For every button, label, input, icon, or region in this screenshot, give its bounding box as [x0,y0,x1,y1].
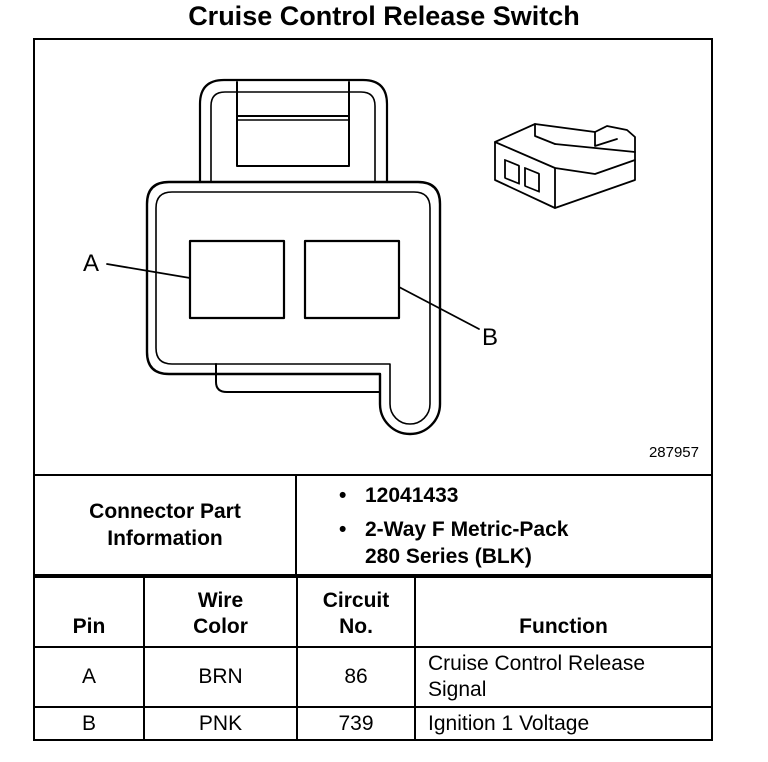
pin-b-callout: B [482,324,498,351]
connector-description-item: 2-Way F Metric-Pack 280 Series (BLK) [335,516,705,570]
connector-drawing: A B [83,78,636,436]
connector-info-label: Connector Part Information [35,476,297,574]
pin-b-leader [398,286,480,330]
wire-color-cell: BRN [143,646,298,708]
function-line2: Signal [428,678,487,701]
table-row: B PNK 739 Ignition 1 Voltage [35,706,711,740]
pin-cell: A [35,646,145,708]
header-wire-color: Wire Color [143,576,298,648]
pinout-table: Pin Wire Color Circuit No. Function A BR… [35,576,711,740]
header-pin: Pin [35,576,145,648]
part-number: 12041433 [365,484,459,507]
pin-a-leader [106,263,191,279]
connector-info-label-line2: Information [107,527,223,550]
connector-body [145,180,442,436]
cavity-a [188,239,286,320]
circuit-cell: 86 [296,646,416,708]
wire-color-cell: PNK [143,706,298,740]
pinout-header-row: Pin Wire Color Circuit No. Function [35,576,711,648]
connector-sheet: A B 287957 Connector Part Information 12… [33,38,713,741]
locking-tab [198,78,389,184]
connector-description-line1: 2-Way F Metric-Pack [365,518,569,541]
figure-number: 287957 [648,444,699,461]
header-circuit-no: Circuit No. [296,576,416,648]
function-line1: Ignition 1 Voltage [428,712,590,735]
connector-description-line2: 280 Series (BLK) [365,545,532,568]
connector-diagram: A B 287957 [35,40,711,474]
part-number-item: 12041433 [335,482,705,509]
circuit-cell: 739 [296,706,416,740]
pin-a-callout: A [83,250,99,277]
cavity-b [303,239,401,320]
connector-info-row: Connector Part Information 12041433 2-Wa… [35,474,711,576]
pin-cell: B [35,706,145,740]
table-row: A BRN 86 Cruise Control Release Signal [35,646,711,708]
function-cell: Ignition 1 Voltage [414,706,711,740]
function-cell: Cruise Control Release Signal [414,646,711,708]
connector-info-list: 12041433 2-Way F Metric-Pack 280 Series … [335,482,705,577]
connector-info-label-line1: Connector Part [89,500,241,523]
connector-iso-view [494,123,636,209]
page-title: Cruise Control Release Switch [188,1,580,31]
function-line1: Cruise Control Release [428,652,646,675]
header-function: Function [414,576,711,648]
